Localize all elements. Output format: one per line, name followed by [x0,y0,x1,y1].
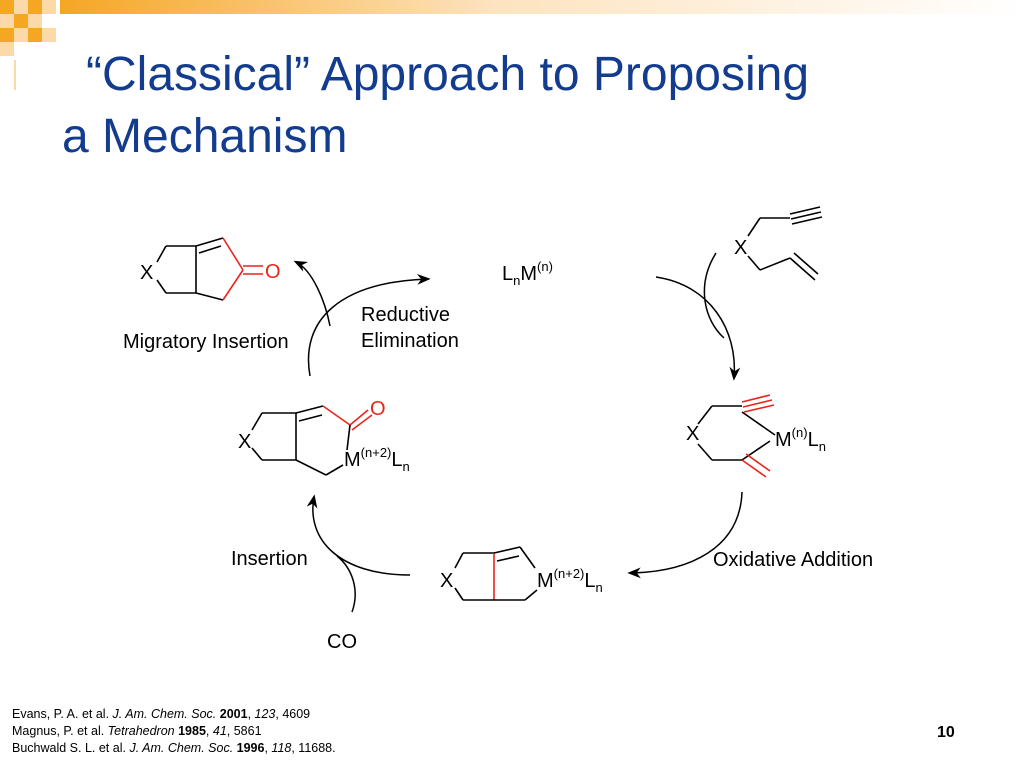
metallacyclohexenone-intermediate [251,405,373,476]
catalyst-label: LnM(n) [502,259,553,288]
slide-title: “Classical” Approach to Proposing a Mech… [62,44,992,168]
product-bicyclic-enone [156,237,263,301]
top-gradient-bar [60,0,1024,14]
arrow-oxidative-addition [627,491,743,579]
corner-decoration [0,0,60,60]
arrow-insertion [306,494,411,576]
atom-x-complex: X [686,423,699,445]
label-insertion: Insertion [231,548,308,570]
label-co: CO [327,631,357,653]
reference-magnus: Magnus, P. et al. Tetrahedron 1985, 41, … [12,724,262,738]
left-rule [14,60,16,90]
arrow-reductive-elimination [307,273,431,377]
metallacycle-metal-label: M(n+2)Ln [537,566,603,595]
atom-x-substrate: X [734,237,747,259]
metal-complex-label: M(n)Ln [775,425,826,454]
atom-o-product: O [265,261,281,283]
atom-x-metallacyclohexenone: X [238,431,251,453]
reference-evans: Evans, P. A. et al. J. Am. Chem. Soc. 20… [12,707,311,721]
atom-x-metallacycle: X [440,570,453,592]
metallacyclohexenone-metal-label: M(n+2)Ln [344,445,410,474]
references: Evans, P. A. et al. J. Am. Chem. Soc. 20… [12,706,336,757]
page-number: 10 [937,724,955,741]
title-line-1: “Classical” Approach to Proposing [86,48,810,101]
arrow-catalyst-to-complex [655,276,741,381]
metallacycle-intermediate [454,546,538,601]
atom-x-product: X [140,262,153,284]
label-reductive-elimination-line1: Reductive [361,304,450,326]
label-reductive-elimination-line2: Elimination [361,330,459,352]
title-line-2: a Mechanism [62,110,348,163]
label-migratory-insertion: Migratory Insertion [123,331,289,353]
enyne-metal-complex [697,394,776,478]
reference-buchwald: Buchwald S. L. et al. J. Am. Chem. Soc. … [12,741,336,755]
atom-o-metallacyclohexenone: O [370,398,386,420]
arrow-migratory-insertion [293,260,331,327]
substrate-enyne [747,206,823,281]
arrow-substrate-joins [703,252,725,339]
label-oxidative-addition: Oxidative Addition [713,549,874,571]
arrow-co-joins [336,555,356,613]
